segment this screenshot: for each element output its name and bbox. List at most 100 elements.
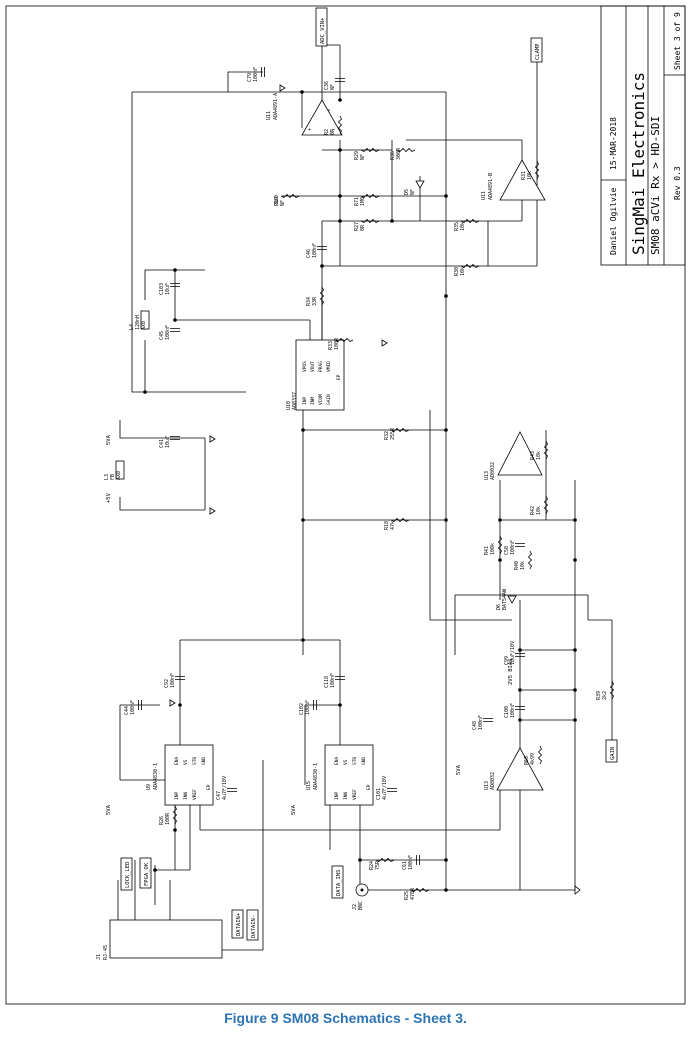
- component-label: R39: [596, 691, 602, 700]
- component-label: 75R: [375, 860, 381, 870]
- component-label: R35: [454, 222, 460, 231]
- svg-text:U11: U11: [481, 191, 487, 200]
- svg-text:VMID: VMID: [326, 361, 332, 372]
- component-label: 100nF: [408, 855, 414, 870]
- ic-u10: U10 AD8337 VPOS VOUT PRAG VMID INP INM V…: [286, 339, 345, 411]
- svg-text:ENA: ENA: [334, 757, 340, 765]
- svg-text:ADA4891-B: ADA4891-B: [488, 173, 494, 200]
- component-label: R60: [524, 756, 530, 765]
- component-label: R36: [390, 151, 396, 160]
- svg-text:ADC_VIN+: ADC_VIN+: [320, 17, 326, 44]
- component-label: D6: [496, 604, 502, 610]
- svg-text:VOUT: VOUT: [310, 361, 316, 372]
- sheet-border: [5, 5, 686, 1005]
- connector-j1: J1 RJ-45: [96, 919, 223, 960]
- power-5v: +5V: [106, 492, 112, 503]
- power-5va-u13: 5VA: [456, 764, 462, 775]
- title-rev: Rev 0.3: [673, 166, 682, 200]
- component-label: 100k: [490, 543, 496, 555]
- component-label: 1M0: [360, 197, 366, 206]
- component-label: C48: [472, 721, 478, 730]
- component-label: NF: [330, 84, 336, 90]
- ground-symbols: [169, 84, 581, 895]
- component-label: NF: [410, 189, 416, 195]
- net-label-data-ins: DATA_INS: [331, 865, 344, 899]
- junctions: [143, 90, 577, 892]
- component-label: 100nF: [478, 715, 484, 730]
- svg-text:INP: INP: [302, 397, 308, 405]
- component-label: C46: [306, 249, 312, 258]
- component-label: R40: [514, 561, 520, 570]
- svg-text:INN: INN: [183, 792, 189, 800]
- net-label-datain-minus: DATAIN-: [246, 909, 259, 941]
- component-label: 10k: [460, 222, 466, 231]
- component-label: C102: [299, 703, 305, 715]
- component-label: C61: [402, 861, 408, 870]
- svg-text:DATAIN+: DATAIN+: [236, 912, 242, 936]
- component-label: C47: [216, 791, 222, 800]
- svg-text:FPGA_OK: FPGA_OK: [144, 862, 150, 886]
- component-label: 0R: [360, 224, 366, 231]
- svg-text:AD8032: AD8032: [490, 772, 496, 790]
- svg-text:U9: U9: [146, 784, 152, 790]
- component-label: R26: [159, 816, 165, 825]
- component-label: 33R: [312, 296, 318, 306]
- component-label: R19: [274, 197, 280, 206]
- svg-text:PRAG: PRAG: [318, 361, 324, 372]
- component-label: R41: [484, 546, 490, 555]
- component-label: R27: [354, 222, 360, 231]
- component-label: C92: [164, 679, 170, 688]
- component-label: NF: [360, 154, 366, 160]
- title-date: 15-MAR-2018: [609, 117, 618, 170]
- component-label: R71: [354, 197, 360, 206]
- svg-text:DATA_INS: DATA_INS: [336, 870, 342, 897]
- svg-text:EP: EP: [366, 784, 372, 790]
- title-author: Daniel Ogilvie: [609, 187, 618, 255]
- svg-text:EP: EP: [336, 374, 342, 380]
- svg-text:AD8337: AD8337: [292, 392, 298, 410]
- svg-text:ENA: ENA: [174, 757, 180, 765]
- svg-text:U10: U10: [286, 401, 292, 410]
- component-label: 300R: [396, 147, 402, 160]
- svg-text:U13: U13: [484, 471, 490, 480]
- svg-text:INP: INP: [174, 792, 180, 800]
- component-label: 10k: [527, 171, 533, 180]
- component-label: 10k: [536, 506, 542, 515]
- title-block: SingMai Electronics SM08 aCVi Rx > HD-SD…: [600, 5, 686, 266]
- power-5va-u9: 5VA: [106, 804, 112, 815]
- svg-text:EP: EP: [206, 784, 212, 790]
- svg-text:AD8032: AD8032: [490, 462, 496, 480]
- title-sheet: Sheet 3 of 9: [673, 12, 682, 70]
- opamp-u11b: U11 ADA4891-B: [481, 159, 546, 201]
- component-label: FB: [110, 474, 116, 480]
- component-label: R24: [369, 861, 375, 870]
- net-label-fpga-ok: FPGA_OK: [139, 857, 152, 889]
- component-label: AX0: [141, 321, 147, 330]
- component-label: L4: [129, 324, 135, 330]
- net-label-gain: GAIN: [605, 739, 618, 763]
